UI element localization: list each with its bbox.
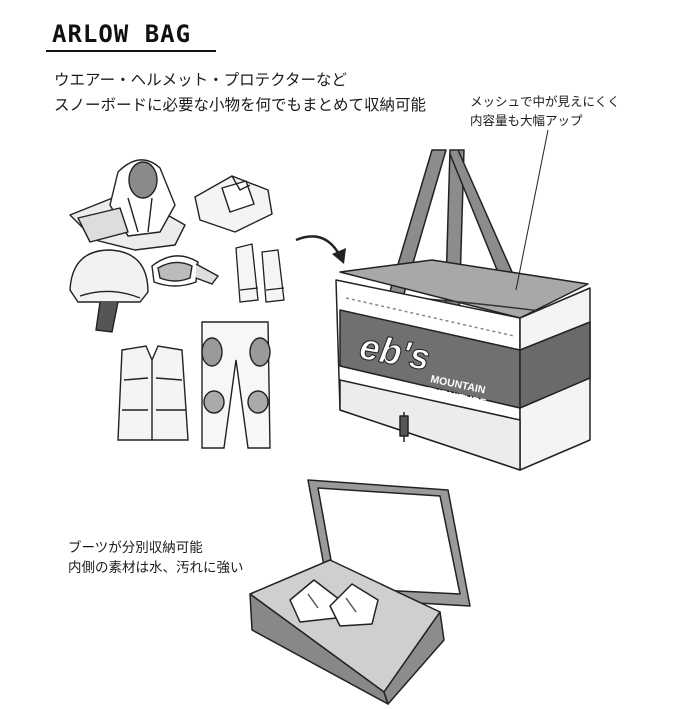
intro-line-1: ウエアー・ヘルメット・プロテクターなど	[54, 71, 347, 89]
mesh-note-pointer	[515, 129, 549, 291]
arlow-bag-illustration	[335, 149, 591, 471]
jacket-illustration	[69, 159, 186, 251]
boots-note-line-1: ブーツが分別収納可能	[68, 540, 203, 556]
goggles-illustration	[151, 255, 220, 287]
boots-note: ブーツが分別収納可能 内側の素材は水、汚れに強い	[68, 538, 244, 578]
page-title: ARLOW BAG	[52, 20, 192, 48]
shirt-illustration	[194, 175, 273, 233]
mesh-note: メッシュで中が見えにくく 内容量も大幅アップ	[470, 92, 620, 130]
mesh-note-line-1: メッシュで中が見えにくく	[470, 94, 620, 109]
title-underline	[46, 50, 216, 52]
vest-illustration	[117, 345, 189, 441]
intro-line-2: スノーボードに必要な小物を何でもまとめて収納可能	[54, 96, 427, 114]
boots-note-line-2: 内側の素材は水、汚れに強い	[68, 560, 244, 576]
helmet-illustration	[69, 249, 149, 333]
pants-illustration	[201, 321, 271, 449]
boot-compartment-illustration	[249, 479, 471, 705]
gloves-illustration	[235, 243, 285, 303]
intro-text: ウエアー・ヘルメット・プロテクターなど スノーボードに必要な小物を何でもまとめて…	[54, 68, 426, 118]
curved-arrow-icon	[295, 235, 346, 264]
mesh-note-line-2: 内容量も大幅アップ	[470, 113, 583, 128]
